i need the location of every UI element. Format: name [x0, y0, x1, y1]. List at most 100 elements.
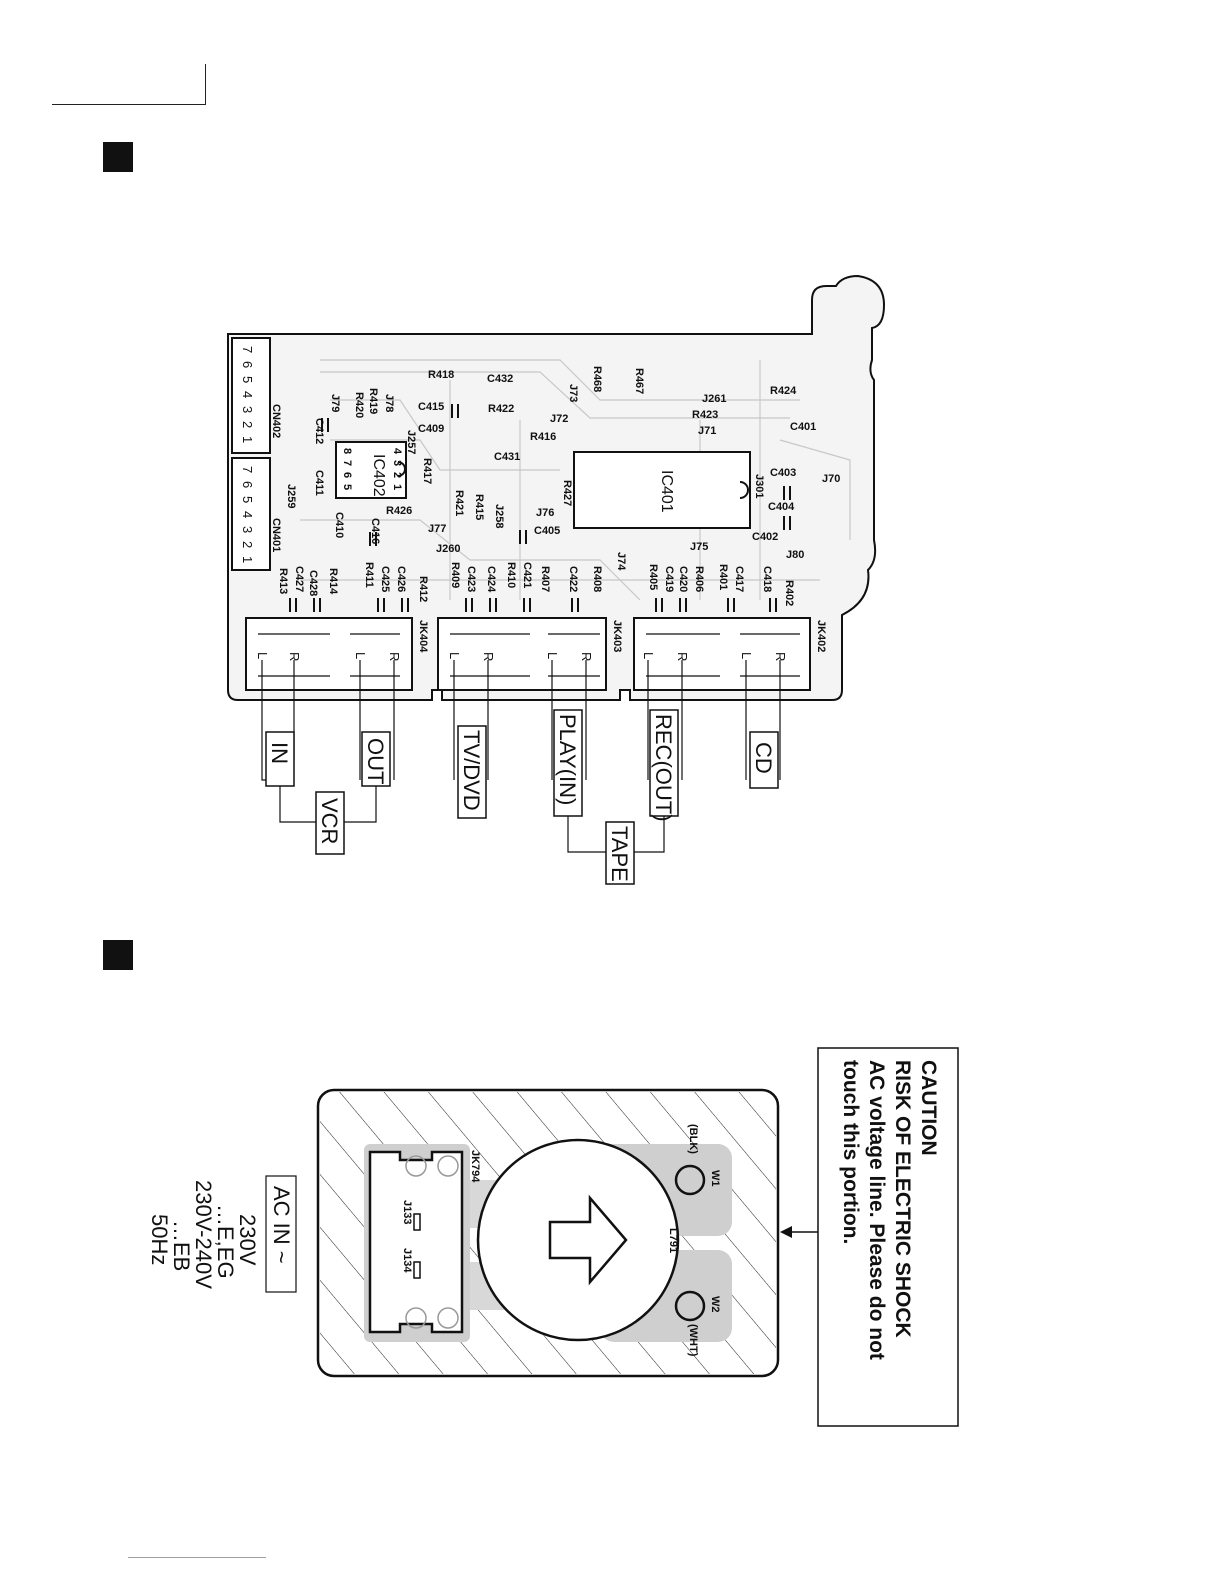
cn402-pin-7: 7: [240, 346, 255, 353]
ac-spec-line-2: …E,EG: [213, 1204, 238, 1279]
jk404-label: JK404: [417, 620, 429, 653]
component-label: J70: [822, 473, 840, 485]
cn401-pin-6: 6: [240, 481, 255, 488]
ic402-pin-8: 8: [341, 448, 353, 454]
ic402-pin-4: 4: [391, 448, 403, 455]
ic402-pin-3: 3: [391, 460, 403, 466]
cn402-pin-1: 1: [240, 436, 255, 443]
jk404-in-r: R: [287, 652, 302, 661]
footer-rule: [128, 1557, 266, 1558]
component-label: C402: [752, 531, 778, 543]
cn402-pin-3: 3: [240, 406, 255, 413]
component-label: J73: [567, 384, 579, 402]
j134-label: J134: [401, 1248, 413, 1273]
arrow-icon: [548, 1194, 628, 1286]
component-label: C405: [534, 525, 560, 537]
cn401-pin-1: 1: [240, 556, 255, 563]
component-label: R424: [770, 385, 797, 397]
l791-label: L791: [667, 1228, 679, 1253]
component-label: J261: [702, 393, 726, 405]
component-label: J75: [690, 541, 708, 553]
w1-label: W1: [709, 1170, 721, 1187]
section-marker-top: [103, 142, 133, 172]
component-label: J76: [536, 507, 554, 519]
component-label: C415: [418, 401, 444, 413]
component-label: C421: [521, 562, 533, 588]
component-label: R413: [277, 568, 289, 594]
component-label: C419: [663, 566, 675, 592]
component-label: C418: [761, 566, 773, 592]
tv-dvd-label-box: [457, 725, 487, 819]
w2-pad: [674, 1290, 706, 1322]
component-label: J77: [428, 523, 446, 535]
jack-output-labels: IN OUT VCR TV/DVD PLAY(IN) REC(OUT) TAPE…: [267, 714, 776, 882]
component-label: R418: [428, 369, 454, 381]
jk402-rec-r: R: [675, 652, 690, 661]
cn401-pins: 7 6 5 4 3 2 1: [240, 466, 255, 563]
ic401-chip: [573, 451, 751, 529]
capacitor-symbols: [289, 404, 791, 612]
ic402-pin-1: 1: [391, 484, 403, 490]
ac-spec-line-1: 230V: [235, 1214, 260, 1266]
out-label: OUT: [363, 738, 388, 784]
vcr-label: VCR: [317, 798, 342, 844]
component-label: C409: [418, 423, 444, 435]
cn401-label: CN401: [270, 518, 282, 552]
component-label: C428: [307, 570, 319, 596]
w2-label: W2: [709, 1296, 721, 1313]
component-label: C404: [768, 501, 795, 513]
cn402-connector: [231, 337, 271, 454]
component-label: R408: [591, 566, 603, 592]
channel-letters: L R L R L R L R L R L R: [255, 652, 788, 661]
page-corner-mark-vertical: [205, 64, 206, 105]
w1-color-label: (BLK): [687, 1124, 699, 1154]
component-label: J79: [329, 394, 341, 412]
rec-out-label: REC(OUT): [651, 714, 676, 822]
component-label: R422: [488, 403, 514, 415]
in-label-box: [265, 731, 295, 787]
cn402-label: CN402: [270, 404, 282, 438]
component-label: R467: [633, 368, 645, 394]
cn401-pin-2: 2: [240, 541, 255, 548]
cn401-pin-4: 4: [240, 511, 255, 518]
component-label: C417: [733, 566, 745, 592]
component-label: J260: [436, 543, 460, 555]
play-in-label: PLAY(IN): [555, 714, 580, 805]
cn402-pin-6: 6: [240, 361, 255, 368]
component-label: C416: [369, 518, 381, 544]
cd-label: CD: [751, 742, 776, 774]
component-label: C424: [485, 566, 497, 593]
component-label: J259: [285, 484, 297, 508]
component-label: R468: [591, 366, 603, 392]
component-labels: R418 C432 R468 R467 J73 J261 R424 R423 J…: [277, 366, 840, 606]
out-label-box: [361, 731, 391, 787]
ic402-pin-7: 7: [341, 460, 353, 466]
connector-labels: CN402 CN401: [270, 404, 282, 552]
component-label: R421: [453, 490, 465, 516]
tv-dvd-label: TV/DVD: [459, 730, 484, 811]
component-label: R415: [473, 494, 485, 520]
jk402-cd-r: R: [773, 652, 788, 661]
caution-line-2: AC voltage line. Please do not: [865, 1060, 888, 1360]
ac-spec-line-4: …EB: [169, 1220, 194, 1271]
component-label: R409: [449, 562, 461, 588]
caution-line-3: touch this portion.: [839, 1060, 862, 1244]
component-label: C426: [395, 566, 407, 592]
component-label: C432: [487, 373, 513, 385]
component-label: R405: [647, 564, 659, 590]
component-label: C410: [333, 512, 345, 538]
ac-spec-line-5: 50Hz: [147, 1214, 172, 1265]
jk403-tv-l: L: [447, 652, 462, 659]
component-label: R416: [530, 431, 556, 443]
component-label: C403: [770, 467, 796, 479]
component-label: R427: [561, 480, 573, 506]
caution-arrow-icon: [780, 1226, 792, 1238]
component-label: J74: [615, 552, 627, 571]
component-label: R419: [367, 388, 379, 414]
component-label: R412: [417, 576, 429, 602]
component-label: R410: [505, 562, 517, 588]
component-label: J80: [786, 549, 804, 561]
in-label: IN: [267, 742, 292, 764]
cn401-connector: [231, 457, 271, 571]
